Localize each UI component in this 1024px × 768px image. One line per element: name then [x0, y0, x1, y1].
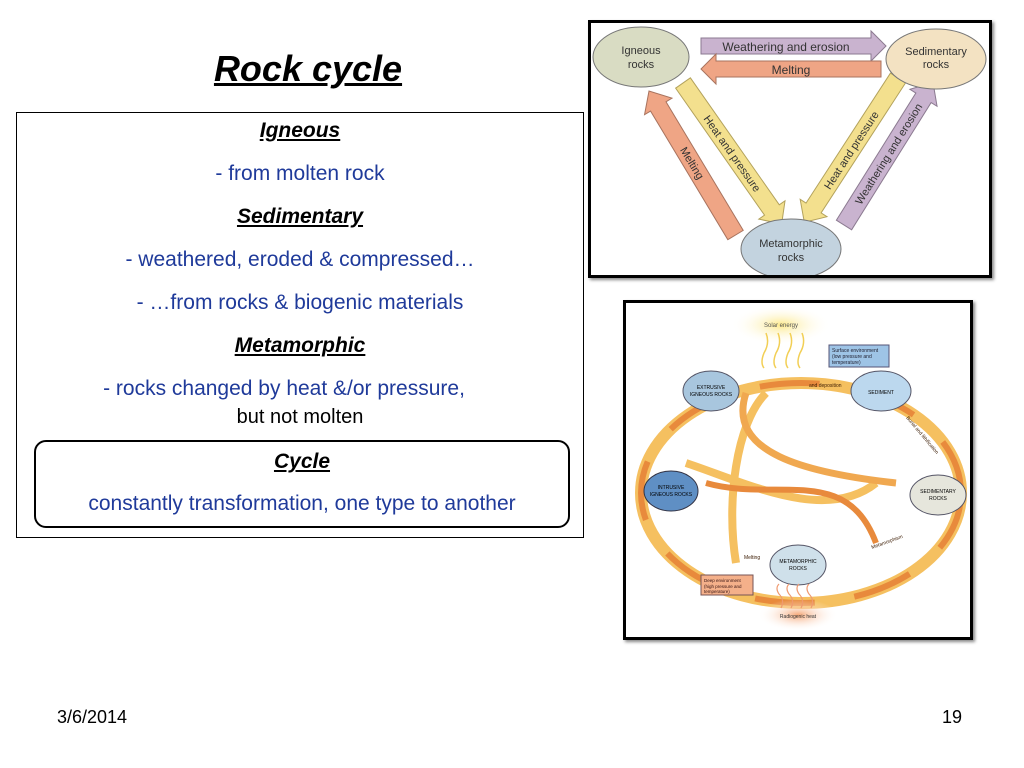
- cycle-box: Cycle constantly transformation, one typ…: [34, 440, 570, 528]
- solar-energy-label: Solar energy: [764, 323, 798, 329]
- arrow-weathering-top: [700, 29, 887, 63]
- igneous-label-2: rocks: [628, 59, 655, 71]
- metamorphic-label-2: rocks: [778, 252, 805, 264]
- metamorphic2-label-2: ROCKS: [789, 566, 807, 572]
- deep-label-2: (high pressure and: [704, 584, 742, 589]
- sediment-node: [850, 370, 912, 412]
- igneous-heading: Igneous: [259, 119, 341, 142]
- sedimentary-label-1: Sedimentary: [905, 46, 967, 58]
- arrow-heat-right: [799, 72, 907, 223]
- sedimentary-rocks-node: [885, 28, 987, 90]
- sedimentary2-label-1: SEDIMENTARY: [920, 489, 956, 495]
- sedimentary-rocks-node-2: [909, 474, 967, 516]
- intrusive-label-2: IGNEOUS ROCKS: [650, 492, 693, 498]
- sedimentary-line-2: - …from rocks & biogenic materials: [136, 291, 464, 314]
- arrow-weathering-right: [835, 81, 938, 231]
- slide-title: Rock cycle: [213, 48, 403, 89]
- metamorphic-heading: Metamorphic: [234, 334, 366, 357]
- igneous-rocks-node: [592, 26, 690, 88]
- surface-label-3: temperature): [832, 360, 861, 366]
- label-melting-top: Melting: [772, 63, 811, 77]
- content-box: Igneous - from molten rock Sedimentary -…: [16, 112, 584, 538]
- sedimentary2-label-2: ROCKS: [929, 496, 947, 502]
- intrusive-label-1: INTRUSIVE: [658, 485, 685, 491]
- rock-cycle-simple-diagram: Weathering and erosion Melting Melting H…: [588, 20, 992, 280]
- radiogenic-heat-label: Radiogenic heat: [780, 614, 817, 620]
- arrow-melting-left: [643, 90, 744, 241]
- igneous-line: - from molten rock: [215, 162, 385, 185]
- footer-date: 3/6/2014: [57, 707, 128, 727]
- surface-environment-box: [828, 344, 890, 368]
- label-weathering-top: Weathering and erosion: [722, 40, 849, 54]
- sedimentary-line-1: - weathered, eroded & compressed…: [125, 248, 475, 271]
- extrusive-label-2: IGNEOUS ROCKS: [690, 392, 733, 398]
- rock-cycle-detailed-diagram: Solar energy Surface environment (low pr…: [623, 300, 973, 640]
- metamorphic-line-2: but not molten: [236, 406, 364, 428]
- sediment-label: SEDIMENT: [868, 390, 894, 396]
- metamorphic2-label-1: METAMORPHIC: [779, 559, 817, 565]
- sedimentary-heading: Sedimentary: [236, 205, 364, 228]
- intrusive-igneous-node: [643, 470, 699, 512]
- sedimentary-label-2: rocks: [923, 59, 950, 71]
- deep-environment-box: [700, 574, 754, 596]
- metamorphic-rocks-node-2: [769, 544, 827, 586]
- deep-label-1: Deep environment: [704, 578, 742, 583]
- metamorphic-line-1: - rocks changed by heat &/or pressure,: [103, 377, 465, 400]
- extrusive-label-1: EXTRUSIVE: [697, 385, 726, 391]
- extrusive-igneous-node: [682, 370, 740, 412]
- metamorphic-label-1: Metamorphic: [759, 238, 823, 250]
- cycle-text: constantly transformation, one type to a…: [88, 492, 516, 515]
- surface-label-1: Surface environment: [832, 348, 879, 354]
- surface-label-2: (low pressure and: [832, 354, 872, 360]
- cycle-heading: Cycle: [273, 450, 331, 473]
- deep-label-3: temperature): [704, 589, 730, 594]
- footer-page-number: 19: [942, 707, 963, 727]
- deposition-label: and deposition: [809, 383, 842, 389]
- melting-label: Melting: [744, 555, 760, 561]
- igneous-label-1: Igneous: [621, 45, 661, 57]
- arrow-melting-top: [700, 52, 882, 86]
